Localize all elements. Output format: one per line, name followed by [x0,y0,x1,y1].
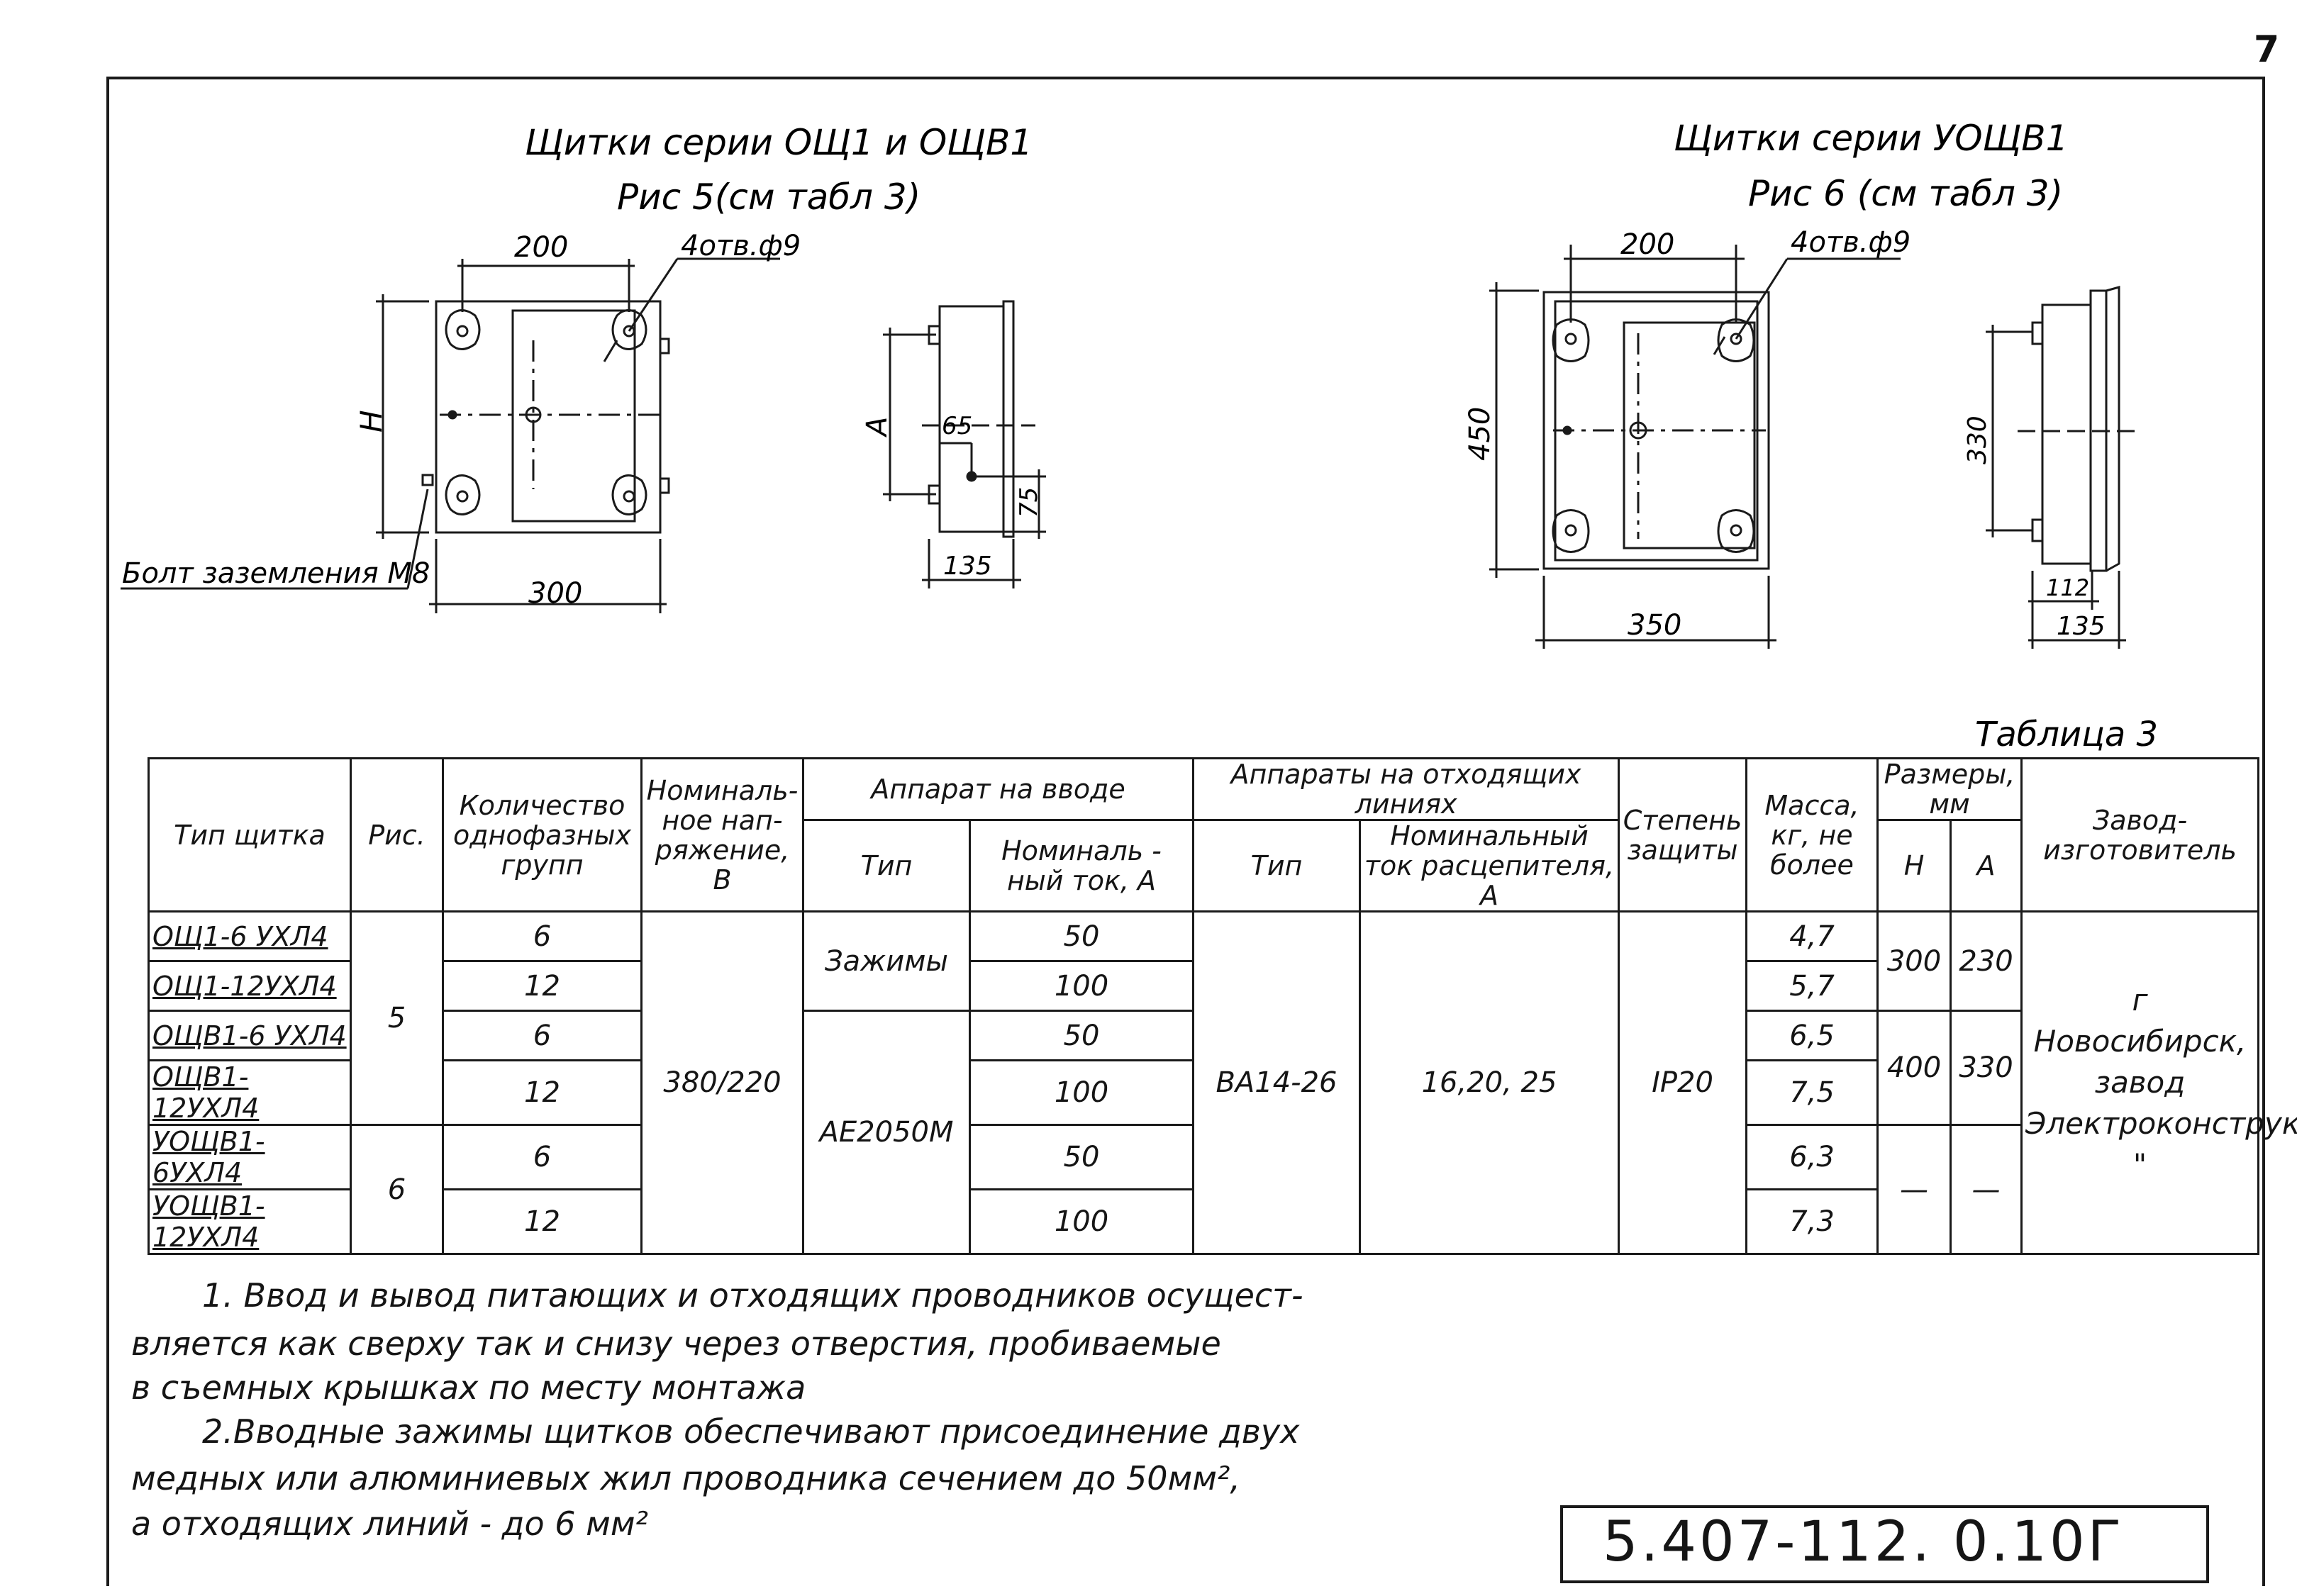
cell-current: 100 [969,1059,1194,1126]
cell-type: УОЩВ1-12УХЛ4 [148,1188,352,1255]
fig6-dim-200: 200 [1620,228,1674,261]
header-maker: Завод-изготовитель [2020,757,2260,913]
cell-current: 100 [969,1188,1194,1255]
fig5-caption: Рис 5(см табл 3) [617,177,921,218]
cell-type: УОЩВ1-6УХЛ4 [148,1124,352,1190]
header-out-type: Тип [1192,819,1361,913]
fig6-dim-350: 350 [1628,609,1681,642]
drawing-frame [106,77,2265,1586]
cell-dim-h: — [1876,1124,1952,1255]
fig5-side-a: A [861,417,894,438]
note-line-4: 2.Вводные зажимы щитков обеспечивают при… [202,1412,1300,1451]
cell-voltage: 380/220 [640,910,804,1255]
cell-groups: 6 [442,1010,643,1061]
header-out-current: Номинальный ток расцепителя, А [1359,819,1620,913]
note-line-3: в съемных крышках по месту монтажа [131,1368,806,1407]
cell-input-type: АЕ2050М [802,1010,971,1255]
fig5-dim-h: H [354,410,389,433]
table-row: УОЩВ1-12УХЛ4 12 100 7,3 [148,1188,2259,1255]
cell-out-type: ВА14-26 [1192,910,1361,1255]
cell-maker: г Новосибирск, завод Электроконструкция … [2020,910,2297,1255]
page-number: 7 [2254,28,2280,71]
spec-table: Тип щитка Рис. Количество однофазных гру… [148,757,2297,1255]
document-number: 5.407-112. 0.10Г [1603,1510,2125,1574]
note-line-5: медных или алюминиевых жил проводника се… [131,1459,1240,1497]
cell-protection: IP20 [1618,910,1747,1255]
fig5-side-75: 75 [1015,487,1043,518]
fig5-front-view [121,257,780,613]
cell-current: 50 [969,1010,1194,1061]
header-input-type: Тип [802,819,971,913]
cell-fig: 5 [350,910,444,1126]
fig6-caption: Рис 6 (см табл 3) [1748,173,2063,214]
cell-mass: 5,7 [1745,960,1879,1012]
cell-mass: 7,3 [1745,1188,1879,1255]
cell-mass: 4,7 [1745,910,1879,962]
fig5-holes: 4отв.ф9 [681,230,801,262]
header-type: Тип щитка [148,757,352,913]
fig6-side-view [1986,286,2142,649]
cell-dim-h: 300 [1876,910,1952,1012]
header-voltage: Номиналь-ное нап-ряжение, В [640,757,804,913]
note-line-1: 1. Ввод и вывод питающих и отходящих про… [202,1276,1303,1315]
fig6-dim-450: 450 [1464,407,1496,461]
header-outgoing: Аппараты на отходящих линиях [1192,757,1620,821]
cell-dim-a: 330 [1949,1010,2023,1126]
fig5-side-view [883,300,1046,588]
cell-groups: 6 [442,1124,643,1190]
cell-mass: 7,5 [1745,1059,1879,1126]
figure-drawings: Щитки серии ОЩ1 и ОЩВ1 Рис 5(см табл 3) … [121,118,2158,752]
fig6-side-135: 135 [2057,612,2106,641]
fig5-bolt-label: Болт заземления М8 [122,557,430,590]
cell-mass: 6,3 [1745,1124,1879,1190]
table-row: УОЩВ1-6УХЛ4 6 6 50 6,3 — — [148,1124,2259,1255]
cell-dim-a: 230 [1949,910,2023,1012]
cell-current: 50 [969,910,1194,962]
fig6-side-330: 330 [1963,415,1992,464]
header-mass: Масса, кг, не более [1745,757,1879,913]
header-dim-a: A [1949,819,2023,913]
note-line-2: вляется как сверху так и снизу через отв… [131,1324,1221,1363]
fig5-side-135: 135 [943,552,992,581]
cell-groups: 12 [442,1059,643,1126]
fig6-side-112: 112 [2046,574,2089,601]
header-groups: Количество однофазных групп [442,757,643,913]
fig6-holes: 4отв.ф9 [1791,226,1911,259]
cell-current: 50 [969,1124,1194,1190]
cell-type: ОЩ1-12УХЛ4 [148,960,352,1012]
cell-type: ОЩВ1-12УХЛ4 [148,1059,352,1126]
cell-type: ОЩ1-6 УХЛ4 [148,910,352,962]
cell-groups: 12 [442,960,643,1012]
cell-mass: 6,5 [1745,1010,1879,1061]
title-block [1560,1505,2209,1583]
cell-dim-a: — [1949,1124,2023,1255]
table-caption: Таблица 3 [1975,715,2158,752]
maker-text: г Новосибирск, завод Электроконструкция … [2025,983,2297,1182]
cell-groups: 6 [442,910,643,962]
table-row: ОЩ1-12УХЛ4 12 100 5,7 [148,960,2259,1012]
fig6-front-view [1489,245,1901,649]
table-row: ОЩВ1-6 УХЛ4 6 АЕ2050М 50 6,5 400 330 [148,1010,2259,1255]
fig6-series-title: Щитки серии УОЩВ1 [1674,118,2068,159]
header-dimensions: Размеры, мм [1876,757,2023,821]
fig5-series-title: Щитки серии ОЩ1 и ОЩВ1 [525,122,1033,163]
cell-type: ОЩВ1-6 УХЛ4 [148,1010,352,1061]
table-row: ОЩВ1-12УХЛ4 12 100 7,5 [148,1059,2259,1126]
table-row: ОЩ1-6 УХЛ4 5 6 380/220 Зажимы 50 ВА14-26… [148,910,2297,1255]
fig5-dim-200: 200 [514,231,568,264]
fig5-dim-300: 300 [528,577,582,610]
header-dim-h: H [1876,819,1952,913]
header-input-apparatus: Аппарат на вводе [802,757,1194,821]
note-line-6: а отходящих линий - до 6 мм² [131,1505,648,1543]
header-protection: Степень защиты [1618,757,1747,913]
cell-dim-h: 400 [1876,1010,1952,1126]
cell-current: 100 [969,960,1194,1012]
fig5-side-65: 65 [942,412,972,440]
cell-groups: 12 [442,1188,643,1255]
cell-input-type: Зажимы [802,910,971,1012]
header-input-current: Номиналь - ный ток, А [969,819,1194,913]
cell-fig: 6 [350,1124,444,1255]
cell-out-current: 16,20, 25 [1359,910,1620,1255]
header-fig: Рис. [350,757,444,913]
